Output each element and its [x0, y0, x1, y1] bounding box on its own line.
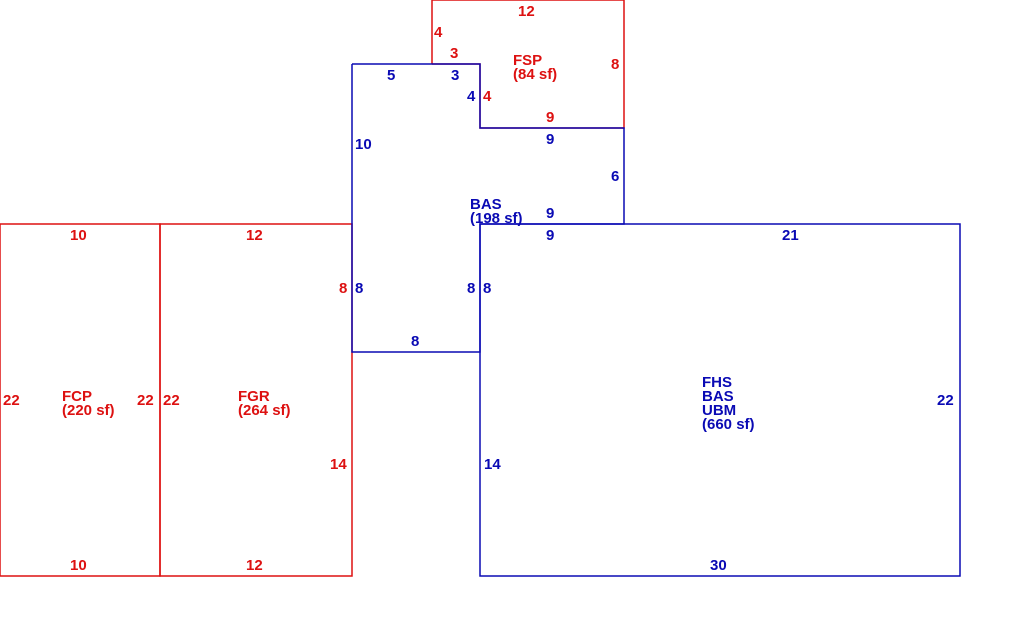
- dim-main-top: 21: [782, 227, 799, 244]
- dim-bas-notch-left: 4: [467, 88, 476, 105]
- dim-main-left-upper: 8: [483, 280, 491, 297]
- fcp-area: (220 sf): [62, 402, 115, 419]
- dim-bas-right: 6: [611, 168, 619, 185]
- dim-fgr-right-upper: 8: [339, 280, 347, 297]
- dim-bas-inner-right: 8: [467, 280, 475, 297]
- bas-upper-name: BAS: [470, 196, 502, 213]
- dim-fsp-bottom: 9: [546, 109, 554, 126]
- fgr-area: (264 sf): [238, 402, 291, 419]
- dim-fcp-top: 10: [70, 227, 87, 244]
- dim-main-bottom: 30: [710, 557, 727, 574]
- dim-fgr-left: 22: [163, 392, 180, 409]
- fgr-name: FGR: [238, 388, 270, 405]
- dim-fgr-top: 12: [246, 227, 263, 244]
- dim-bas-top-notch: 3: [451, 67, 459, 84]
- dim-fsp-inner: 4: [483, 88, 492, 105]
- main-label-line3: UBM: [702, 402, 736, 419]
- dim-fsp-top: 12: [518, 3, 535, 20]
- fsp-name: FSP: [513, 52, 542, 69]
- main-label-line1: FHS: [702, 374, 732, 391]
- dim-bas-bottom: 8: [411, 333, 419, 350]
- dim-fcp-right: 22: [137, 392, 154, 409]
- fsp-area: (84 sf): [513, 66, 557, 83]
- dim-fcp-bottom: 10: [70, 557, 87, 574]
- dim-bas-left: 10: [355, 136, 372, 153]
- dim-fgr-bottom: 12: [246, 557, 263, 574]
- dim-bas-notch-bottom: 9: [546, 131, 554, 148]
- dim-fsp-left: 4: [434, 24, 443, 41]
- dim-main-top-left: 9: [546, 227, 554, 244]
- main-area-outline: [479, 223, 961, 577]
- main-label-line2: BAS: [702, 388, 734, 405]
- dim-fcp-left: 22: [3, 392, 20, 409]
- dim-fsp-right: 8: [611, 56, 619, 73]
- dim-fsp-step: 3: [450, 45, 458, 62]
- dim-main-right: 22: [937, 392, 954, 409]
- dim-main-left-lower: 14: [484, 456, 501, 473]
- fgr-outline: [159, 223, 353, 577]
- dim-fgr-right-lower: 14: [330, 456, 347, 473]
- bas-upper-area: (198 sf): [470, 210, 523, 227]
- fcp-name: FCP: [62, 388, 92, 405]
- dim-bas-left-lower: 8: [355, 280, 363, 297]
- dim-bas-top-left: 5: [387, 67, 395, 84]
- main-area: (660 sf): [702, 416, 755, 433]
- dim-bas-bottom-step: 9: [546, 205, 554, 222]
